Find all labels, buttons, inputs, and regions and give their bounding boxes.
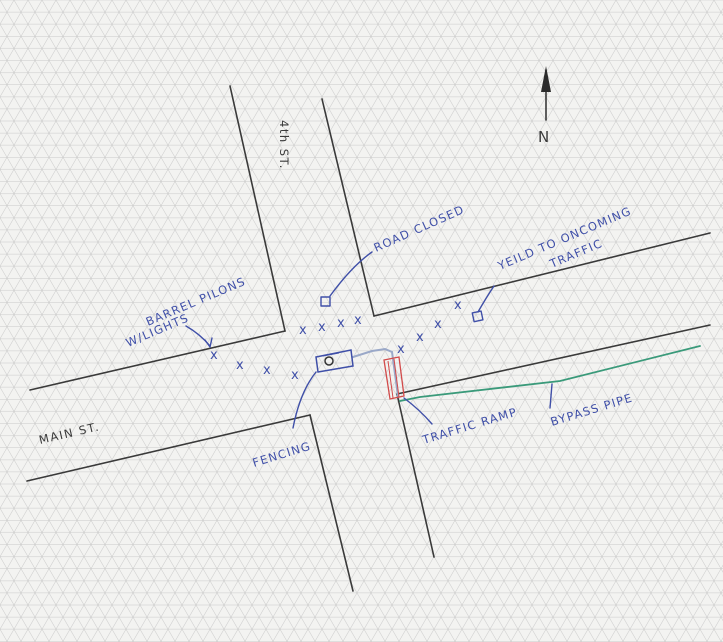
pilon-marker: x [337,316,345,331]
north-arrow-head [541,66,551,92]
pilon-marker: x [299,323,307,338]
main-st-south-edge-east [396,324,711,395]
fourth-st-west-edge-south [309,414,354,592]
pilon-marker: x [263,363,271,378]
yield-sign-icon [471,310,484,323]
road-closed-leader [329,251,373,297]
traffic-ramp-outline [383,356,405,400]
fourth-st-label: 4th ST. [277,120,291,170]
barrel-pilons: x x x x x x x x x x x x [210,298,462,383]
fencing-outline [315,349,354,373]
north-label: N [538,128,551,146]
pipe-connector [352,347,399,397]
fourth-st-east-edge-north [321,98,375,317]
pilon-marker: x [236,358,244,373]
pilon-marker: x [354,313,362,328]
bypass-pipe-leader [549,383,553,409]
traffic-ramp-slat [393,358,400,398]
main-st-north-edge-west [29,330,286,391]
fencing-enclosure [315,349,354,373]
fourth-st-west-edge-north [229,85,286,332]
bypass-pipe-line [399,345,701,402]
pilon-marker: x [210,348,218,363]
fourth-st-east-edge-south [396,393,435,558]
traffic-ramp-leader [403,397,433,425]
traffic-ramp [383,356,405,400]
road-closed-sign-icon [320,296,331,307]
main-st-south-edge-west [26,414,311,482]
north-arrow: N [538,66,551,146]
pilon-marker: x [454,298,462,313]
pilon-marker: x [318,320,326,335]
pilon-marker: x [416,330,424,345]
fencing-rail [322,352,340,357]
pilon-marker: x [291,368,299,383]
street-edges [26,85,711,592]
traffic-ramp-slat [387,360,394,399]
main-st-north-edge-east [373,232,711,317]
yield-leader [477,285,495,313]
barrel-pilons-arrowhead [204,337,213,348]
pilon-marker: x [434,317,442,332]
fencing-leader [292,371,317,429]
manhole-icon [324,356,334,366]
pilon-marker: x [397,342,405,357]
